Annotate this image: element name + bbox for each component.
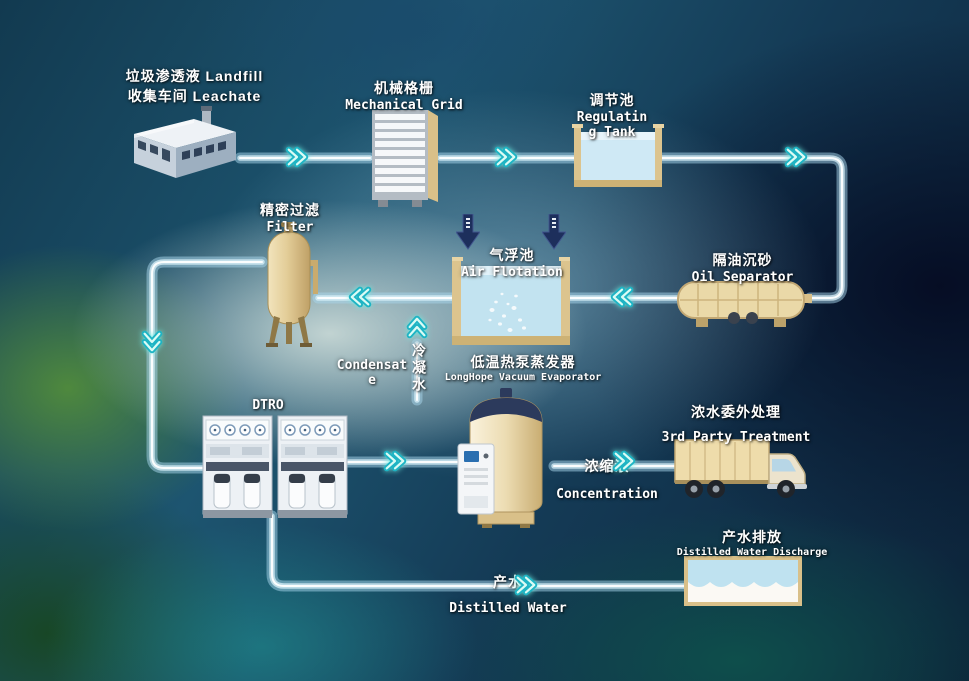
- product-water-label-cn: 产水: [493, 574, 523, 590]
- oil-separator-label-en: Oil Separator: [691, 270, 794, 285]
- air-flotation-label: 气浮池 Air Flotation: [458, 245, 566, 280]
- flow-arrow-right-icon: [494, 146, 518, 168]
- regulating-tank-label-en: Regulating Tank: [576, 110, 648, 140]
- landfill-label-line1: 垃圾渗透液 Landfill: [125, 68, 264, 84]
- flow-arrow-right-icon: [285, 146, 309, 168]
- regulating-tank-label-cn: 调节池: [589, 92, 635, 108]
- third-party-label: 浓水委外处理 3rd Party Treatment: [648, 402, 824, 445]
- regulating-tank-icon: [572, 120, 664, 190]
- product-water-label-en: Distilled Water: [449, 601, 567, 616]
- condensate-en-text: Condensate: [336, 358, 408, 388]
- concentration-label: 浓缩液 Concentration: [546, 456, 668, 502]
- dosing-arrow-icon: [456, 214, 480, 250]
- landfill-label: 垃圾渗透液 Landfill 收集车间 Leachate: [92, 66, 297, 106]
- concentration-label-en: Concentration: [556, 487, 658, 502]
- oil-separator-icon: [676, 278, 812, 334]
- landfill-label-line2: 收集车间 Leachate: [127, 88, 262, 104]
- flow-arrow-right-icon: [784, 146, 808, 168]
- landfill-factory-icon: [120, 102, 244, 186]
- flow-arrow-left-icon: [348, 286, 372, 308]
- dtro-label-text: DTRO: [252, 398, 284, 413]
- dtro-unit-icon: [202, 412, 348, 522]
- filter-label: 精密过滤 Filter: [248, 200, 332, 235]
- evaporator-label-en: LongHope Vacuum Evaporator: [444, 372, 602, 383]
- flow-arrow-right-icon: [514, 574, 538, 596]
- flow-arrow-down-icon: [141, 330, 163, 354]
- oil-separator-label: 隔油沉砂 Oil Separator: [660, 250, 825, 285]
- mechanical-grid-label-cn: 机械格栅: [374, 80, 434, 96]
- concentration-label-cn: 浓缩液: [584, 458, 630, 474]
- filter-label-cn: 精密过滤: [260, 202, 320, 218]
- air-flotation-tank-icon: [452, 250, 570, 346]
- vacuum-evaporator-icon: [456, 388, 556, 528]
- mechanical-grid-label-en: Mechanical Grid: [345, 98, 463, 113]
- flow-arrow-right-icon: [383, 450, 407, 472]
- water-discharge-label-en: Distilled Water Discharge: [676, 547, 828, 558]
- mechanical-grid-icon: [366, 106, 442, 208]
- flow-arrow-left-icon: [610, 286, 634, 308]
- third-party-label-cn: 浓水委外处理: [691, 404, 781, 420]
- dtro-label: DTRO: [236, 398, 300, 413]
- condensate-label-cn: 冷凝水: [409, 335, 429, 401]
- condensate-cn-text: 冷凝水: [411, 342, 427, 394]
- third-party-label-en: 3rd Party Treatment: [661, 430, 811, 445]
- flow-arrow-up-icon: [406, 315, 428, 339]
- evaporator-label-cn: 低温热泵蒸发器: [470, 354, 576, 370]
- truck-icon: [672, 436, 812, 502]
- dosing-arrow-icon: [542, 214, 566, 250]
- flow-arrow-right-icon: [612, 450, 636, 472]
- precision-filter-icon: [258, 222, 320, 348]
- mechanical-grid-label: 机械格栅 Mechanical Grid: [336, 78, 472, 113]
- air-flotation-label-en: Air Flotation: [461, 265, 563, 280]
- filter-label-en: Filter: [266, 220, 314, 235]
- product-water-label: 产水 Distilled Water: [438, 572, 578, 616]
- oil-separator-label-cn: 隔油沉砂: [712, 252, 773, 268]
- regulating-tank-label: 调节池 Regulating Tank: [562, 90, 662, 140]
- water-discharge-label: 产水排放 Distilled Water Discharge: [672, 527, 832, 558]
- air-flotation-label-cn: 气浮池: [489, 247, 535, 263]
- discharge-basin-icon: [684, 556, 802, 606]
- water-discharge-label-cn: 产水排放: [722, 529, 782, 545]
- condensate-label-en: Condensate: [330, 358, 414, 388]
- evaporator-label: 低温热泵蒸发器 LongHope Vacuum Evaporator: [438, 352, 608, 383]
